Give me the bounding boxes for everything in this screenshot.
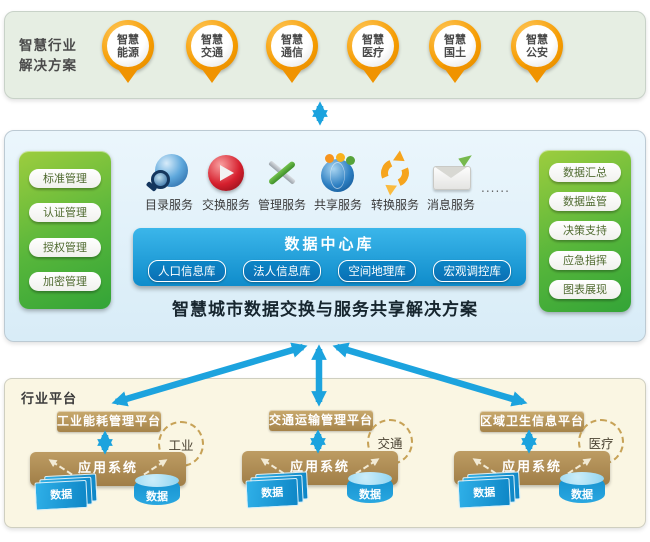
industry-platform-label: 行业平台 — [21, 392, 78, 407]
pill-chart-display: 图表展现 — [549, 279, 621, 299]
pill-data-supervision: 数据监管 — [549, 192, 621, 212]
platform-industry-energy-title: 工业能耗管理平台 — [57, 411, 161, 432]
platform-transportation-title: 交通运输管理平台 — [269, 410, 373, 431]
data-center-bar: 数据中心库 人口信息库 法人信息库 空间地理库 宏观调控库 — [133, 228, 526, 286]
industry-platform-panel: 行业平台 工业能耗管理平台 工业 应用系统 数据 数据 交通运输管理平台 交通 … — [4, 378, 646, 528]
data-files-icon: 数据 — [245, 471, 309, 509]
data-files-icon: 数据 — [34, 473, 98, 511]
pin-smart-medical-icon: 智慧医疗 — [347, 20, 399, 72]
manage-service-icon — [262, 153, 302, 193]
db-spatial-geo: 空间地理库 — [338, 260, 416, 282]
database-cylinder-icon: 数据 — [134, 474, 180, 505]
pin-smart-transport-icon: 智慧交通 — [186, 20, 238, 72]
database-cylinder-icon: 数据 — [347, 472, 393, 503]
pill-data-summary: 数据汇总 — [549, 163, 621, 183]
pin-smart-telecom-icon: 智慧通信 — [266, 20, 318, 72]
solution-title: 智慧城市数据交换与服务共享解决方案 — [172, 300, 478, 320]
message-service-icon — [431, 151, 475, 193]
db-legal-person: 法人信息库 — [243, 260, 321, 282]
app-system-bar-transport: 应用系统 — [242, 451, 398, 485]
industry-solutions-panel: 智慧行业 解决方案 智慧能源 智慧交通 智慧通信 智慧医疗 智慧国土 智慧公安 — [4, 11, 646, 99]
convert-service-icon — [375, 150, 415, 196]
platform-regional-health-title: 区域卫生信息平台 — [480, 411, 584, 432]
services-ellipsis: ...... — [481, 181, 510, 195]
pin-smart-land-icon: 智慧国土 — [429, 20, 481, 72]
service-message: 消息服务 — [422, 151, 480, 213]
service-exchange: 交换服务 — [197, 153, 255, 213]
pill-certification-mgmt: 认证管理 — [29, 203, 101, 223]
db-population: 人口信息库 — [148, 260, 226, 282]
service-catalog: 目录服务 — [140, 153, 198, 213]
service-convert: 转换服务 — [366, 150, 424, 213]
pin-smart-police-icon: 智慧公安 — [511, 20, 563, 72]
pill-authorization-mgmt: 授权管理 — [29, 237, 101, 257]
pin-smart-energy-icon: 智慧能源 — [102, 20, 154, 72]
pill-decision-support: 决策支持 — [549, 221, 621, 241]
service-manage: 管理服务 — [253, 153, 311, 213]
industry-solutions-label: 智慧行业 解决方案 — [19, 38, 77, 74]
application-panel: 数据汇总 数据监管 决策支持 应急指挥 图表展现 — [539, 150, 631, 312]
catalog-service-icon — [149, 153, 189, 193]
data-center-title: 数据中心库 — [284, 235, 375, 253]
database-cylinder-icon: 数据 — [559, 472, 605, 503]
pill-standard-mgmt: 标准管理 — [29, 169, 101, 189]
pill-encryption-mgmt: 加密管理 — [29, 271, 101, 291]
db-macro-control: 宏观调控库 — [433, 260, 511, 282]
exchange-service-icon — [206, 153, 246, 193]
data-exchange-panel: 标准管理 认证管理 授权管理 加密管理 数据汇总 数据监管 决策支持 应急指挥 … — [4, 130, 646, 342]
pill-emergency-command: 应急指挥 — [549, 250, 621, 270]
data-files-icon: 数据 — [457, 471, 521, 509]
service-share: 共享服务 — [309, 153, 367, 213]
share-service-icon — [318, 153, 358, 193]
management-panel: 标准管理 认证管理 授权管理 加密管理 — [19, 151, 111, 309]
